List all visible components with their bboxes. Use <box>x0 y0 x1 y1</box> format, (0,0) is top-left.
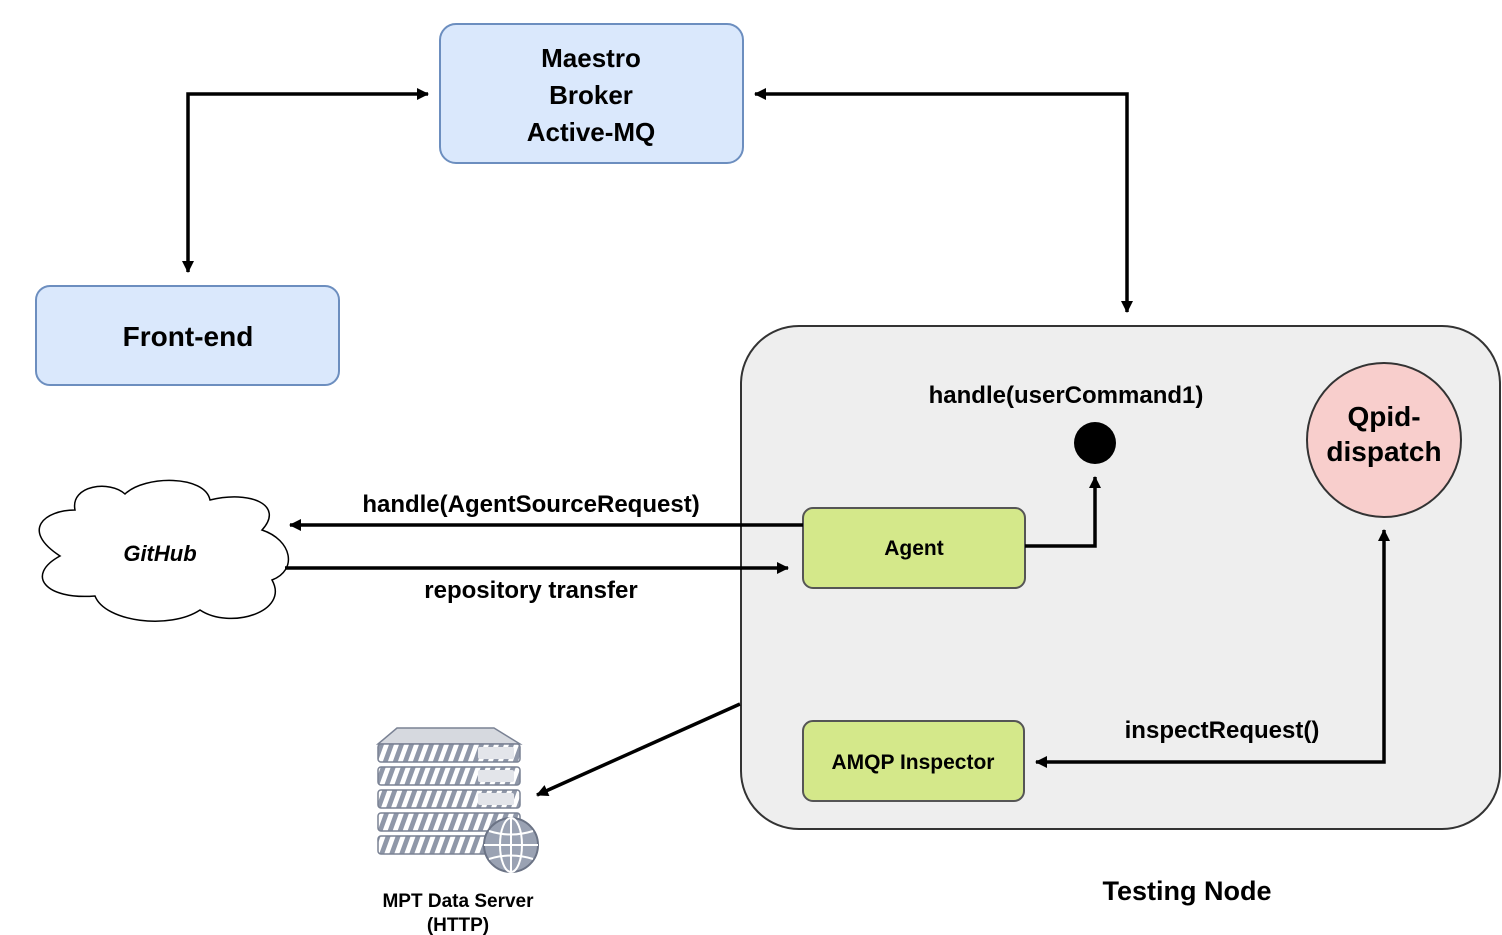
agent-label: Agent <box>884 537 944 560</box>
qpid-dispatch-node <box>1306 362 1462 518</box>
inspector-qpid-connector <box>1035 529 1390 768</box>
broker-label-line-1: Maestro <box>541 43 641 73</box>
globe-icon <box>483 817 539 873</box>
handle-user-command-label: handle(userCommand1) <box>929 382 1204 409</box>
broker-testing-node-connector <box>754 88 1133 313</box>
broker-label-line-2: Broker <box>549 80 633 110</box>
interface-dot <box>1074 422 1116 464</box>
github-cloud <box>38 479 290 622</box>
testing-node-label: Testing Node <box>1102 876 1271 906</box>
amqp-inspector-box <box>802 720 1025 802</box>
repository-transfer-label: repository transfer <box>424 577 637 604</box>
data-server-arrow <box>536 702 741 797</box>
agent-box <box>802 507 1026 589</box>
inspect-request-label: inspectRequest() <box>1125 717 1320 744</box>
broker-label-line-3: Active-MQ <box>527 117 656 147</box>
amqp-inspector-label: AMQP Inspector <box>832 751 995 774</box>
qpid-label-line-2: dispatch <box>1326 436 1441 467</box>
github-label: GitHub <box>123 541 196 566</box>
qpid-label-line-1: Qpid- <box>1347 401 1420 432</box>
broker-frontend-connector <box>182 88 429 273</box>
frontend-label: Front-end <box>123 321 254 352</box>
data-server-label-line-1: MPT Data Server <box>382 891 534 912</box>
frontend-box <box>35 285 340 386</box>
broker-box <box>439 23 744 164</box>
data-server-label-line-2: (HTTP) <box>427 915 489 935</box>
agent-source-request-label: handle(AgentSourceRequest) <box>362 491 699 518</box>
